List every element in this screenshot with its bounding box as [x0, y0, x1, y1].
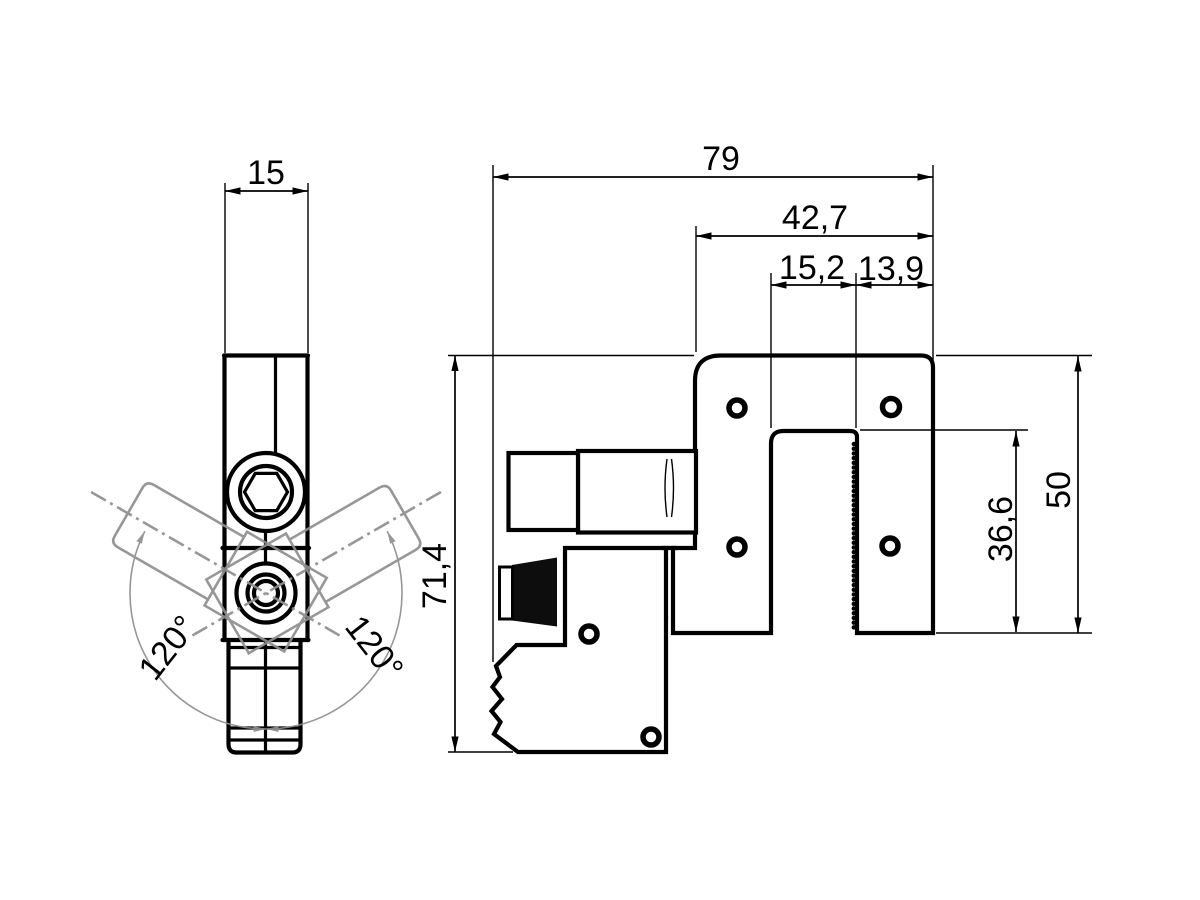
side-view: 120° 120°: [86, 353, 446, 755]
dim-label-bracket-height: 50: [1040, 471, 1078, 509]
dim-label-side-width: 15: [247, 154, 285, 192]
dim-label-slot-depth: 36,6: [982, 496, 1020, 562]
dim-label-slot-width: 15,2: [779, 249, 845, 287]
sensor-bore-arcs: [665, 557, 675, 619]
swivel-arc-right: [265, 530, 403, 732]
dim-label-overall-height: 71,4: [416, 543, 454, 609]
clamp-arm-block: [575, 448, 699, 535]
swivel-arc-left: [129, 530, 267, 732]
connector-boss-arc: [562, 561, 567, 623]
bracket-hole-bottom-left: [726, 536, 748, 558]
rotated-clamp-left: [86, 482, 341, 654]
bracket-hole-top-left: [726, 397, 748, 419]
rod-bore-arcs: [664, 458, 675, 518]
sensor-hole-lower: [640, 726, 662, 748]
dim-label-overall-width: 79: [702, 140, 740, 178]
rotated-centerline: [86, 488, 341, 637]
sensor-hole-upper: [578, 623, 600, 645]
connector-plug: [512, 557, 557, 627]
dimensions: 15 79 42,7 15,2 13,9 71,4 50 36,6: [224, 140, 1092, 753]
dim-label-leg-width: 13,9: [858, 250, 924, 288]
connector-cap: [498, 565, 514, 621]
rotated-centerline: [191, 488, 446, 637]
dim-label-bracket-width: 42,7: [782, 199, 848, 237]
bracket-hole-top-right: [879, 395, 903, 419]
rotated-clamp-section: [111, 482, 245, 601]
clamp-arm-rod-end: [506, 450, 581, 533]
bracket-hole-bottom-right: [879, 535, 901, 557]
swivel-range-overlay: [86, 482, 446, 732]
front-view: [488, 353, 936, 755]
rotated-clamp-section: [288, 484, 422, 604]
hex-socket-icon: [242, 471, 290, 513]
sensor-body: [488, 545, 669, 755]
